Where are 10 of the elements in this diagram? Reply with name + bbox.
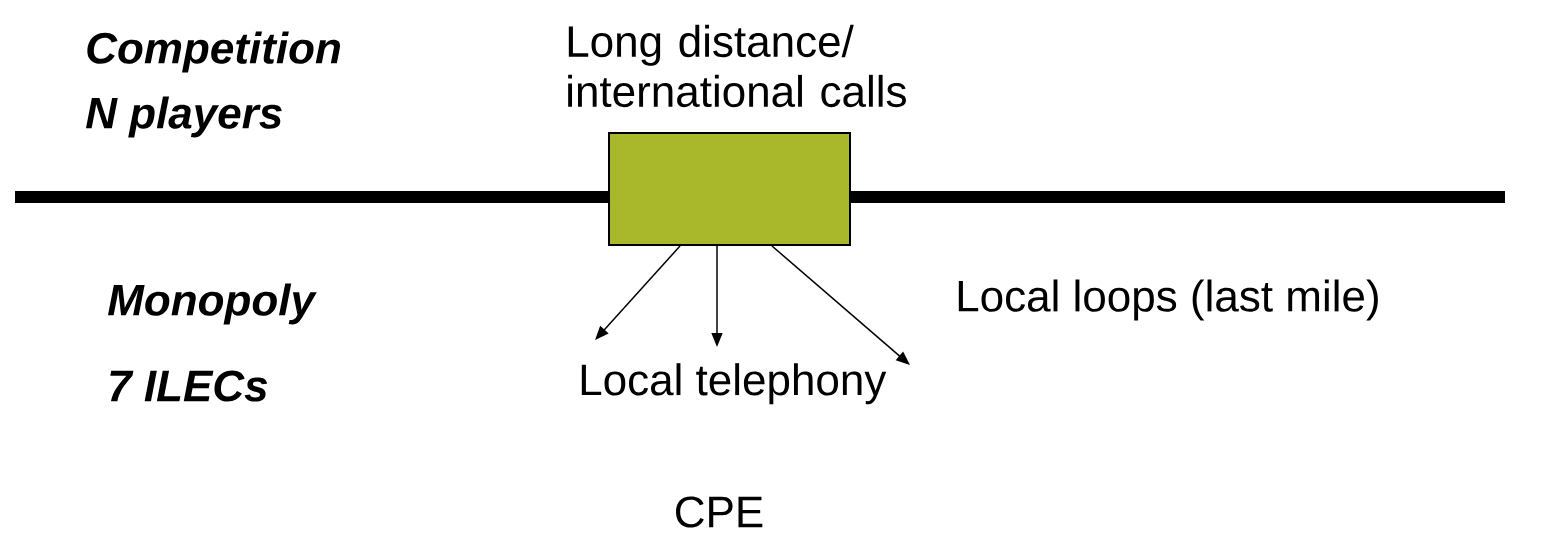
label: CPE [676, 496, 763, 528]
label: 7 ILECs [110, 370, 268, 402]
label: Monopoly [108, 283, 317, 325]
label: N players [86, 96, 282, 138]
arrow [771, 245, 910, 365]
rectangle-box [608, 132, 851, 246]
label: Competition [87, 31, 340, 73]
arrow [595, 245, 681, 340]
label: Local loops (last mile) [958, 279, 1378, 321]
label: Local telephony [581, 363, 887, 405]
